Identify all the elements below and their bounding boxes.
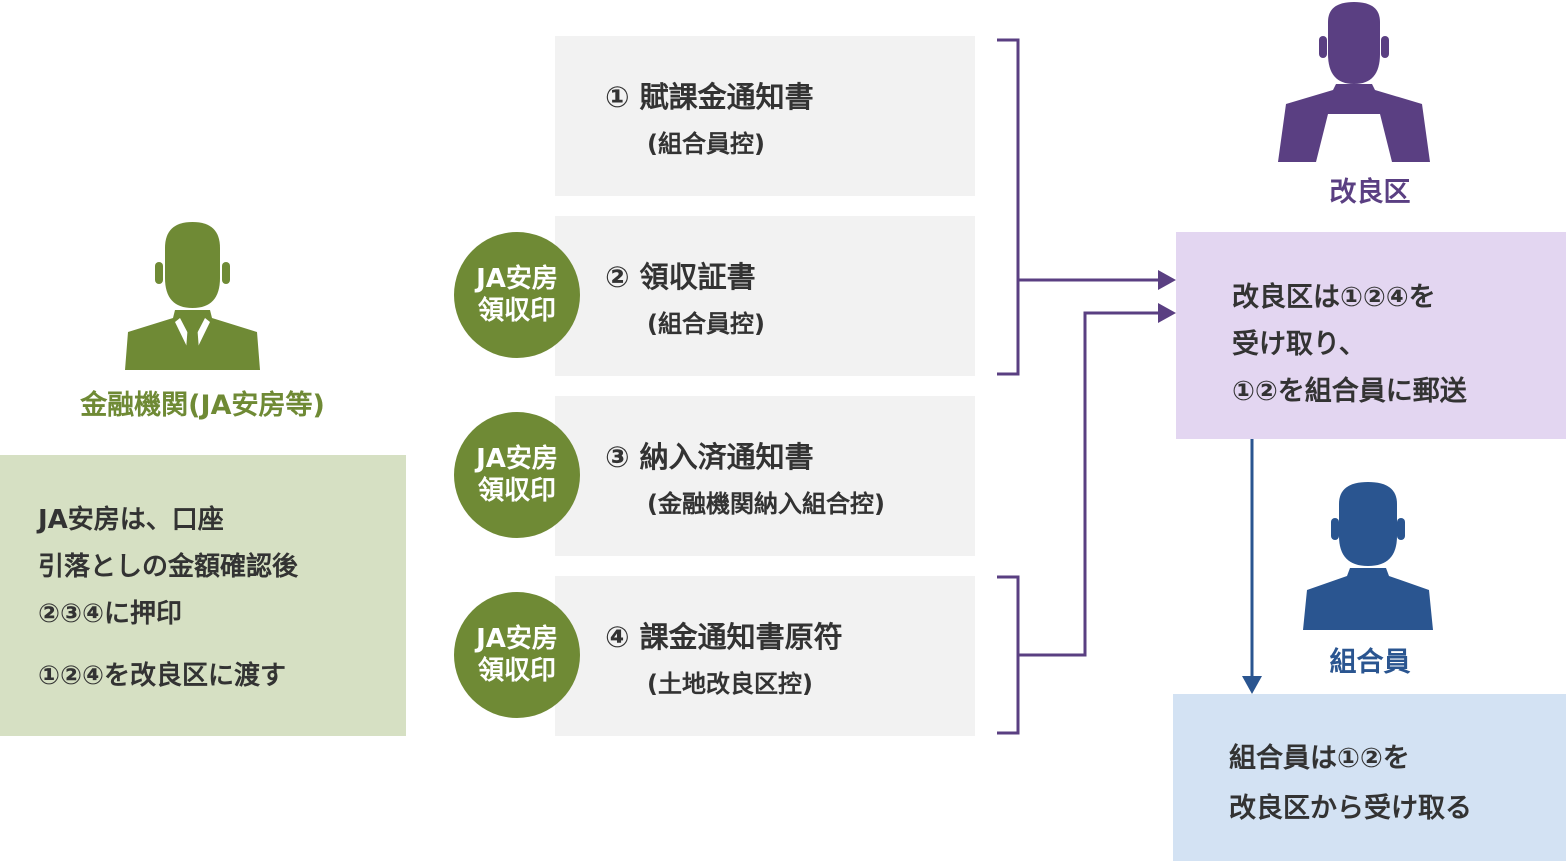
bank-label: 金融機関(JA安房等) <box>80 390 325 421</box>
stamp-line: 領収印 <box>477 476 556 506</box>
arrow-head-2 <box>1158 303 1176 323</box>
document-3-title: ③ 納入済通知書 <box>605 440 814 474</box>
kairyo-note-box: 改良区は①②④を 受け取り、 ①②を組合員に郵送 <box>1176 232 1566 439</box>
arrow-head-1 <box>1158 270 1176 290</box>
document-4-box: ④ 課金通知書原符 (土地改良区控) <box>555 576 975 736</box>
stamp-line: JA安房 <box>476 444 558 474</box>
bracket-doc-4 <box>997 575 1020 735</box>
document-2-box: ② 領収証書 (組合員控) <box>555 216 975 376</box>
kairyo-note-line: 受け取り、 <box>1232 329 1366 360</box>
bank-note-line: ②③④に押印 <box>38 599 183 629</box>
stamp-line: JA安房 <box>476 264 558 294</box>
document-1-box: ① 賦課金通知書 (組合員控) <box>555 36 975 196</box>
bracket-docs-1-2 <box>997 38 1020 376</box>
ja-receipt-stamp: JA安房 領収印 <box>454 412 580 538</box>
bank-note-line: 引落としの金額確認後 <box>38 552 299 582</box>
kairyo-note-line: ①②を組合員に郵送 <box>1232 376 1467 407</box>
document-2-subtitle: (組合員控) <box>647 310 765 338</box>
arrow-line-2 <box>1018 311 1158 657</box>
document-4-subtitle: (土地改良区控) <box>647 670 813 698</box>
stamp-line: 領収印 <box>477 296 556 326</box>
document-1-title: ① 賦課金通知書 <box>605 80 814 114</box>
document-1-subtitle: (組合員控) <box>647 130 765 158</box>
kumiai-label: 組合員 <box>1329 647 1411 678</box>
ja-receipt-stamp: JA安房 領収印 <box>454 592 580 718</box>
kumiai-note-box: 組合員は①②を 改良区から受け取る <box>1173 694 1566 861</box>
kairyo-person-icon <box>1278 2 1430 162</box>
stamp-line: JA安房 <box>476 624 558 654</box>
kairyo-label: 改良区 <box>1329 177 1411 208</box>
kairyo-note-line: 改良区は①②④を <box>1232 282 1436 313</box>
document-3-subtitle: (金融機関納入組合控) <box>647 490 885 518</box>
document-2-title: ② 領収証書 <box>605 260 756 294</box>
bank-note-box: JA安房は、口座 引落としの金額確認後 ②③④に押印 ①②④を改良区に渡す <box>0 455 406 736</box>
kumiai-person-icon <box>1303 482 1433 630</box>
arrow-head-down <box>1242 676 1262 694</box>
kumiai-note-line: 改良区から受け取る <box>1229 793 1472 824</box>
bank-note-line: ①②④を改良区に渡す <box>38 661 287 691</box>
document-3-box: ③ 納入済通知書 (金融機関納入組合控) <box>555 396 975 556</box>
kumiai-note-line: 組合員は①②を <box>1229 743 1410 774</box>
business-person-icon <box>125 222 260 370</box>
stamp-line: 領収印 <box>477 656 556 686</box>
bank-note-line: JA安房は、口座 <box>38 505 224 535</box>
ja-receipt-stamp: JA安房 領収印 <box>454 232 580 358</box>
document-4-title: ④ 課金通知書原符 <box>605 620 843 654</box>
